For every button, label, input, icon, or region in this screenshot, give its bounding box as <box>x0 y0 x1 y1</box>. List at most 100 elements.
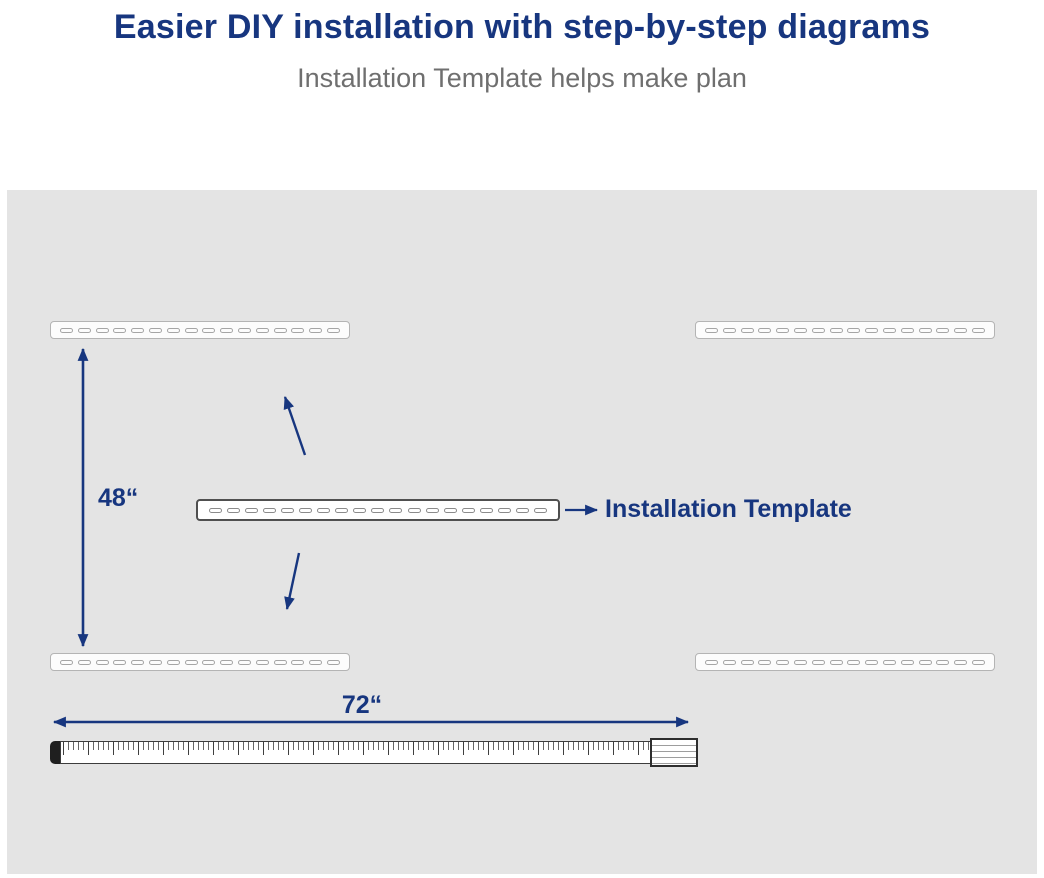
rail-slot <box>776 659 790 665</box>
rail-slot <box>77 327 91 333</box>
installation-template-label: Installation Template <box>605 495 852 523</box>
mounting-rail-bottom-left <box>50 653 350 671</box>
rail-slot <box>793 327 807 333</box>
rail-slot <box>317 507 331 513</box>
rail-slot <box>705 327 718 333</box>
rail-slot <box>309 327 323 333</box>
rail-slot <box>326 327 340 333</box>
rail-slot <box>722 327 736 333</box>
rail-slot <box>776 327 790 333</box>
rail-slot <box>291 327 305 333</box>
rail-slot <box>113 659 127 665</box>
rail-slot <box>954 327 968 333</box>
page-subtitle: Installation Template helps make plan <box>297 63 747 93</box>
rail-slot <box>740 659 754 665</box>
rail-slot <box>353 507 367 513</box>
rail-slot <box>60 659 73 665</box>
rail-slot <box>237 659 251 665</box>
installation-template-strip <box>196 499 560 521</box>
wall-panel: 48“ 72“ Installation Template <box>7 190 1037 874</box>
rail-slot <box>829 327 843 333</box>
rail-slot <box>299 507 313 513</box>
rail-slot <box>389 507 403 513</box>
rail-slot <box>740 327 754 333</box>
rail-slot <box>793 659 807 665</box>
rail-slot <box>326 659 340 665</box>
rail-slot <box>227 507 241 513</box>
vertical-dimension-label: 48“ <box>98 484 139 512</box>
rail-slot <box>829 659 843 665</box>
rail-slot <box>758 659 772 665</box>
rail-slot <box>425 507 439 513</box>
rail-slot <box>209 507 222 513</box>
rail-slot <box>918 659 932 665</box>
rail-slot <box>60 327 73 333</box>
rail-slot <box>758 327 772 333</box>
rail-slot <box>533 507 547 513</box>
rail-slot <box>220 327 234 333</box>
rail-slot <box>309 659 323 665</box>
tape-measure-case <box>650 738 698 767</box>
rail-slot <box>131 327 145 333</box>
rail-slot <box>263 507 277 513</box>
tape-measure-blade <box>60 741 652 764</box>
rail-slot <box>954 659 968 665</box>
rail-slot <box>95 327 109 333</box>
mounting-rail-top-left <box>50 321 350 339</box>
rail-slot <box>865 659 879 665</box>
rail-slot <box>847 659 861 665</box>
rail-slot <box>113 327 127 333</box>
rail-slot <box>281 507 295 513</box>
mounting-rail-bottom-right <box>695 653 995 671</box>
rail-slot <box>273 327 287 333</box>
rail-slot <box>273 659 287 665</box>
rail-slot <box>95 659 109 665</box>
rail-slot <box>443 507 457 513</box>
rail-slot <box>722 659 736 665</box>
rail-slot <box>461 507 475 513</box>
rail-slot <box>245 507 259 513</box>
horizontal-dimension-label: 72“ <box>341 691 383 719</box>
rail-slot <box>918 327 932 333</box>
rail-slot <box>479 507 493 513</box>
rail-slot <box>811 659 825 665</box>
rail-slot <box>148 659 162 665</box>
rail-slot <box>936 659 950 665</box>
move-down-arrow <box>284 552 301 611</box>
rail-slot <box>900 327 914 333</box>
rail-slot <box>184 327 198 333</box>
rail-slot <box>811 327 825 333</box>
rail-slot <box>148 327 162 333</box>
rail-slot <box>936 327 950 333</box>
rail-slot <box>900 659 914 665</box>
rail-slot <box>882 327 896 333</box>
move-up-arrow <box>283 395 307 456</box>
rail-slot <box>882 659 896 665</box>
rail-slot <box>335 507 349 513</box>
rail-slot <box>77 659 91 665</box>
mounting-rail-top-right <box>695 321 995 339</box>
rail-slot <box>166 659 180 665</box>
rail-slot <box>255 327 269 333</box>
rail-slot <box>515 507 529 513</box>
page-title: Easier DIY installation with step-by-ste… <box>113 8 931 46</box>
rail-slot <box>847 327 861 333</box>
tape-measure-hook <box>50 741 60 764</box>
rail-slot <box>131 659 145 665</box>
rail-slot <box>497 507 511 513</box>
rail-slot <box>971 659 985 665</box>
rail-slot <box>166 327 180 333</box>
rail-slot <box>220 659 234 665</box>
rail-slot <box>237 327 251 333</box>
rail-slot <box>371 507 385 513</box>
rail-slot <box>865 327 879 333</box>
rail-slot <box>407 507 421 513</box>
rail-slot <box>971 327 985 333</box>
rail-slot <box>291 659 305 665</box>
rail-slot <box>255 659 269 665</box>
rail-slot <box>184 659 198 665</box>
dimension-arrows <box>52 347 690 728</box>
tape-major-ticks <box>63 742 651 755</box>
rail-slot <box>202 327 216 333</box>
